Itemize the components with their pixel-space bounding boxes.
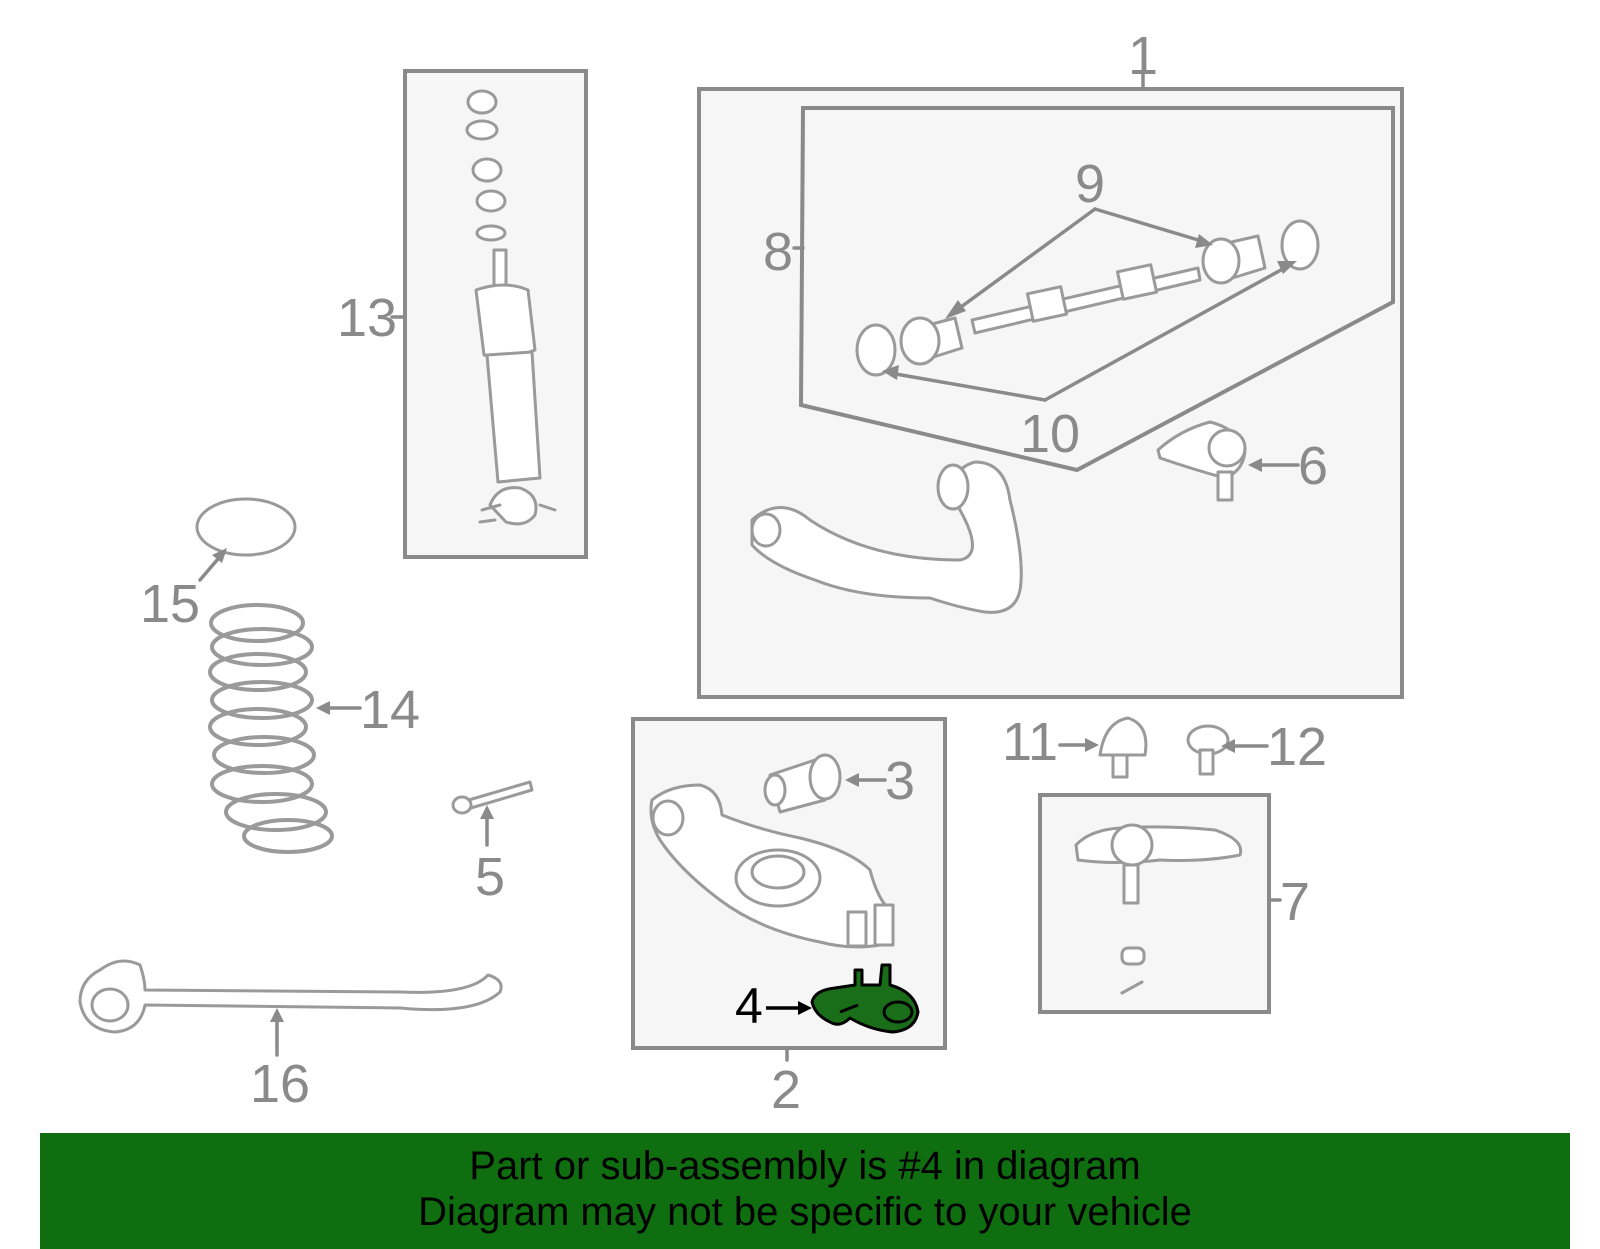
callout-7: 7 (1280, 872, 1310, 932)
callout-11: 11 (1002, 712, 1058, 772)
callout-15: 15 (140, 574, 200, 634)
callout-9: 9 (1075, 154, 1105, 214)
callout-1: 1 (1128, 26, 1158, 86)
info-banner: Part or sub-assembly is #4 in diagram Di… (40, 1133, 1570, 1249)
callout-13: 13 (337, 288, 397, 348)
parts-diagram: 13 1 8 9 10 6 (78, 26, 1404, 1120)
bolt-5[interactable] (451, 780, 534, 815)
bushing-kit-box (798, 106, 1395, 473)
callout-14: 14 (360, 680, 420, 740)
coil-spring[interactable] (208, 603, 334, 854)
bushings-and-bolt[interactable] (855, 219, 1320, 377)
callout-2: 2 (771, 1060, 801, 1120)
upper-control-arm[interactable] (750, 460, 1023, 614)
callout-10: 10 (1020, 404, 1080, 464)
callout-16: 16 (250, 1054, 310, 1114)
callout-6: 6 (1298, 436, 1328, 496)
callout-3: 3 (885, 751, 915, 811)
spring-insulator[interactable] (195, 497, 297, 557)
callout-4: 4 (735, 978, 763, 1034)
ball-joint-7[interactable] (1074, 823, 1243, 995)
lower-control-arm[interactable] (649, 783, 895, 949)
banner-line-2: Diagram may not be specific to your vehi… (418, 1190, 1192, 1234)
bushing-3[interactable] (763, 753, 842, 814)
strut-rod-16[interactable] (78, 959, 503, 1034)
shock-absorber[interactable] (465, 89, 557, 526)
bump-stop-11[interactable] (1098, 716, 1148, 779)
upper-arm-box (697, 87, 1404, 699)
callout-5: 5 (475, 847, 505, 907)
highlighted-part-4[interactable] (810, 963, 920, 1034)
callout-12: 12 (1267, 717, 1327, 777)
ball-joint-6[interactable] (1156, 420, 1247, 502)
callout-8: 8 (763, 222, 793, 282)
banner-line-1: Part or sub-assembly is #4 in diagram (469, 1144, 1141, 1188)
bump-stop-12[interactable] (1186, 724, 1230, 776)
